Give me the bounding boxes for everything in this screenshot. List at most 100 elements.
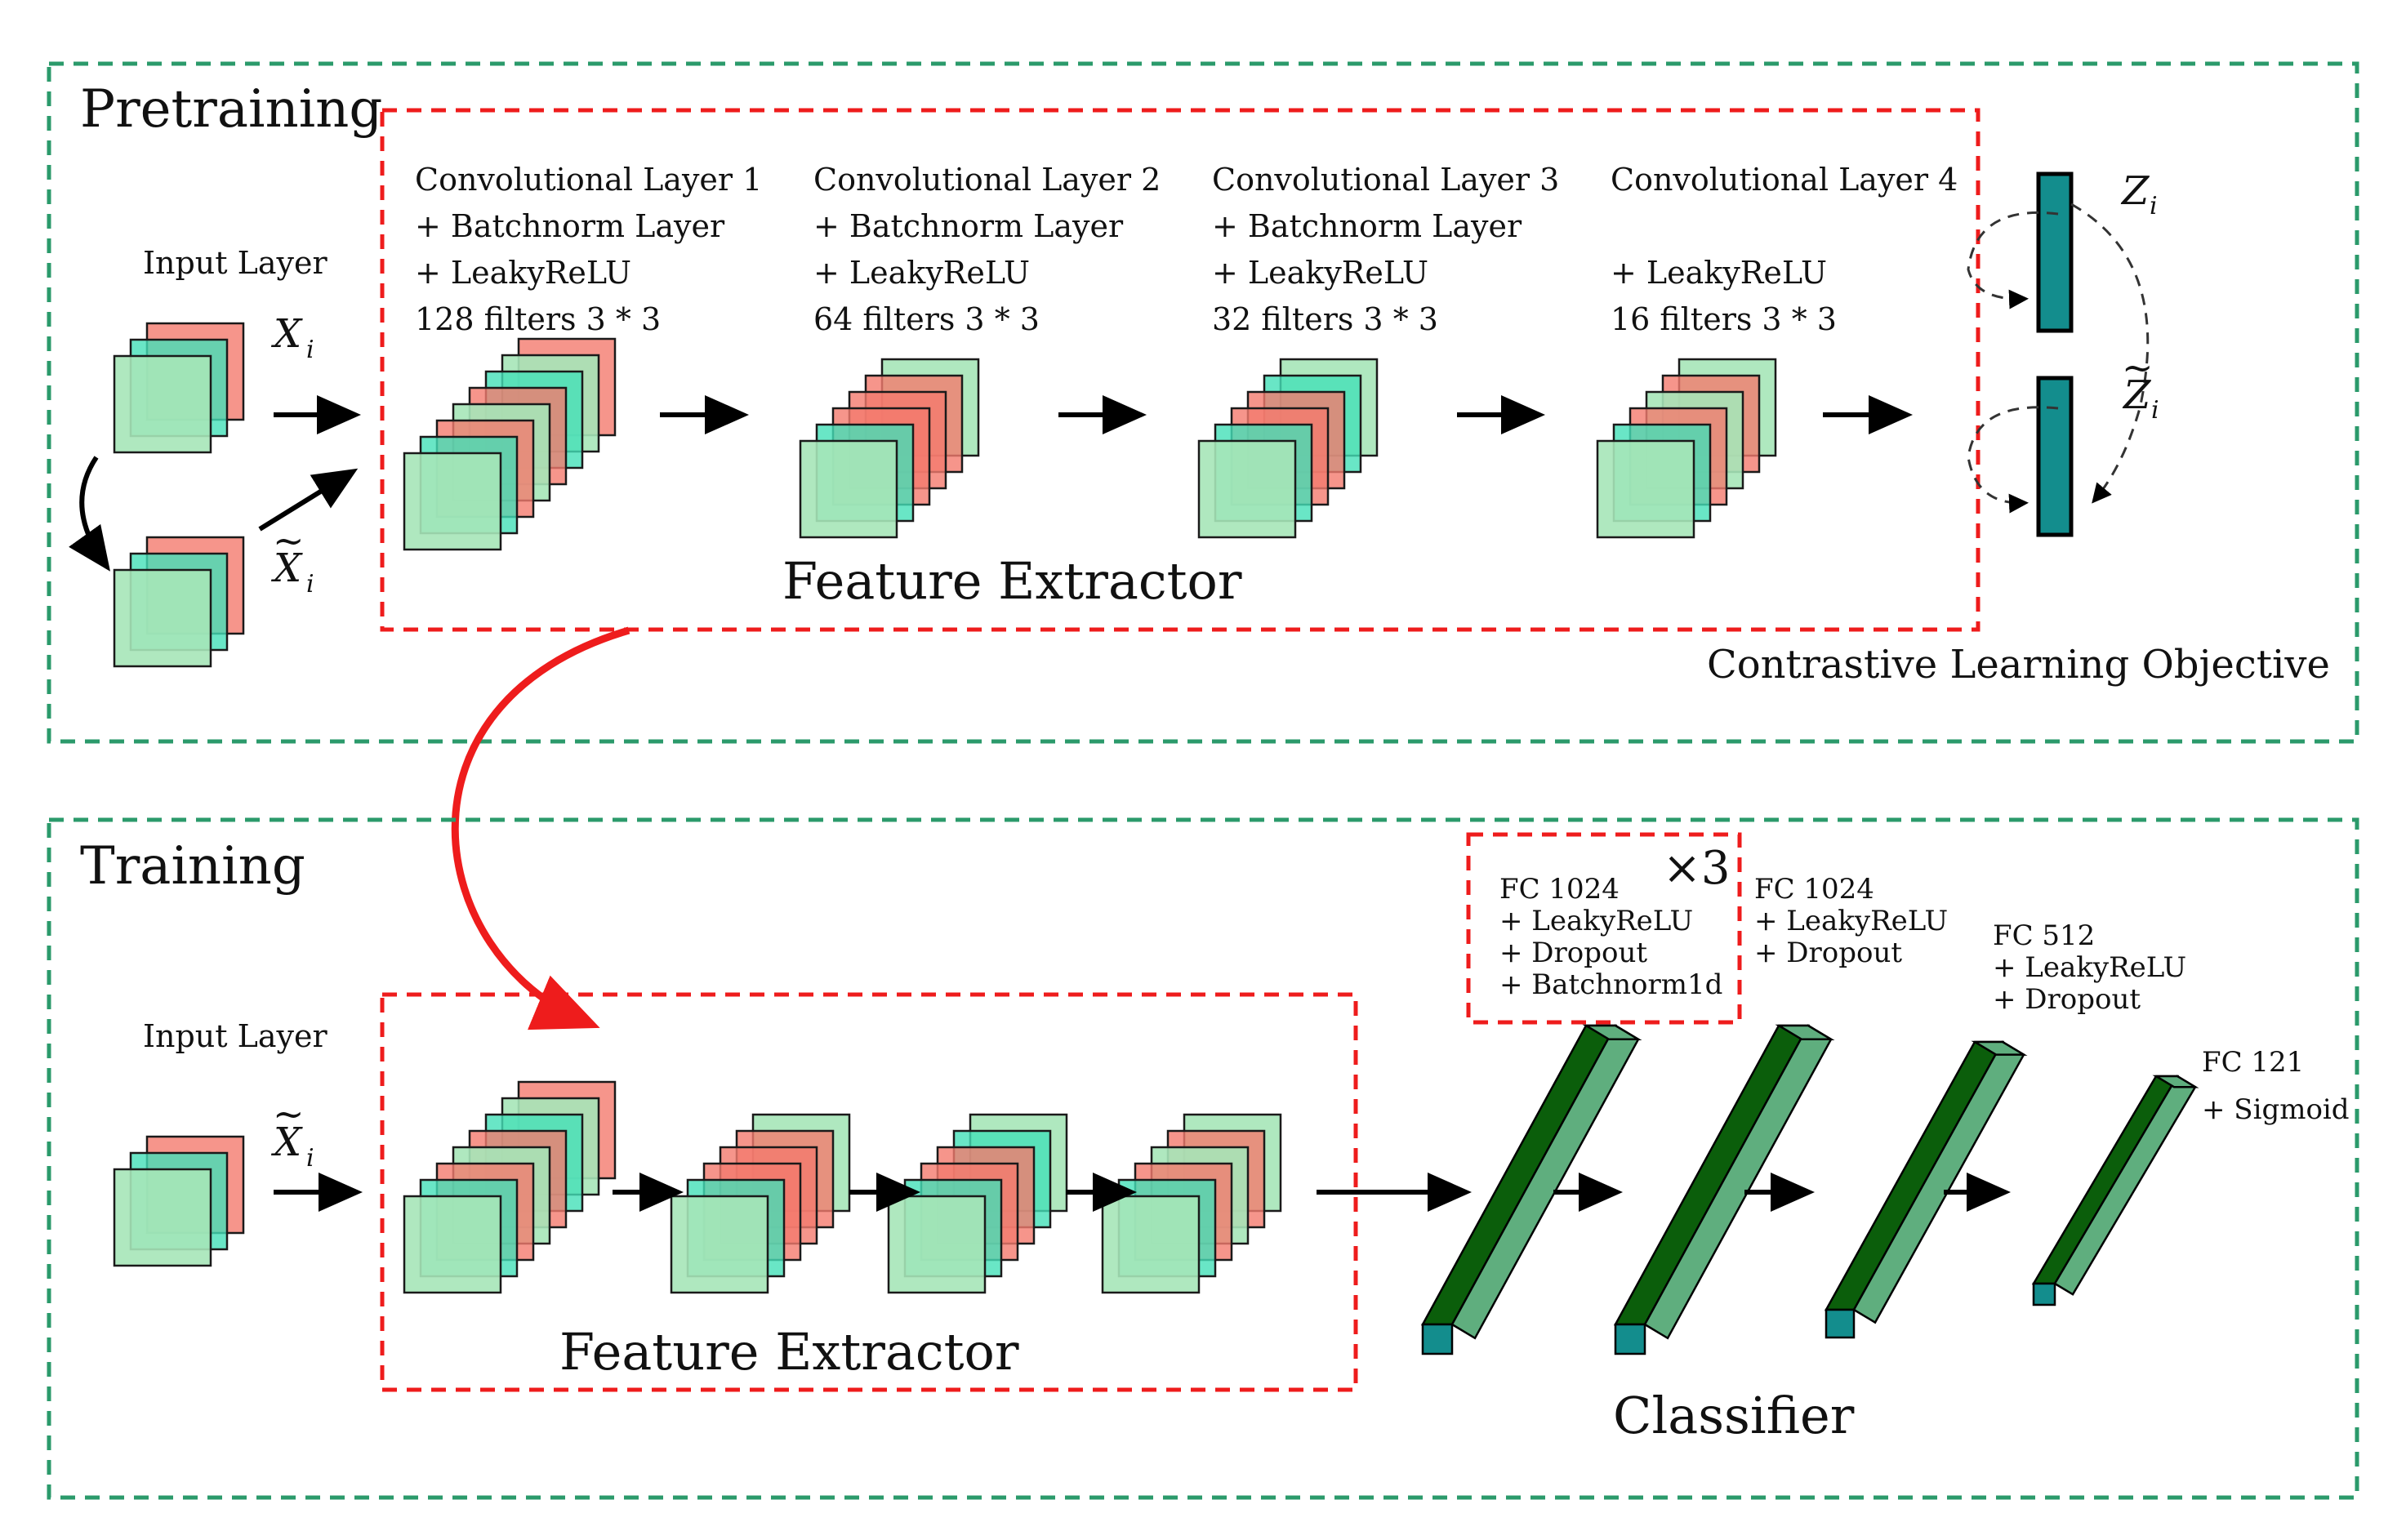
contrastive-objective-label: Contrastive Learning Objective [1707,642,2330,688]
fc-layer-bar-icon [1420,1024,1642,1355]
embedding-bar-icon [2036,376,2074,537]
fc-bar-face [1614,1323,1646,1355]
filter-stack-icon [670,1113,851,1294]
filter-square [1197,439,1297,539]
fc-2-line-2: + LeakyReLU [1754,905,1948,937]
fc-block-1-text: FC 1024 + LeakyReLU + Dropout + Batchnor… [1499,873,1722,1001]
filter-stack-icon [887,1113,1068,1294]
fc-bar-face [2152,1075,2199,1088]
x-tilde-subscript: i [306,570,314,599]
filter-stack-icon [1596,358,1777,539]
x-subscript: i [306,336,314,364]
fc-1-line-3: + Dropout [1499,937,1647,969]
filter-stack-icon [799,358,980,539]
filter-stack-icon [1197,358,1379,539]
fc-4-line-2: + Sigmoid [2202,1093,2350,1126]
training-input-label: Input Layer [143,1018,327,1054]
z-subscript: i [2150,192,2158,220]
filter-square [403,1195,502,1294]
fc-bar-face [1775,1024,1835,1041]
filter-square [670,1195,769,1294]
embedding-bar-icon [2036,171,2074,333]
fc-4-line-1: FC 121 [2202,1046,2304,1079]
filter-square [887,1195,987,1294]
filter-square [113,354,212,454]
z-symbol: Z [2120,168,2150,214]
fc-bar-face [1852,1040,2025,1324]
fc-bar-face [2053,1075,2197,1296]
fc-layer-bar-icon [1613,1024,1835,1355]
pretraining-feature-extractor-label: Feature Extractor [782,551,1242,611]
x-tilde-mark: ~ [273,519,305,563]
fc-bar-face [1825,1308,1856,1339]
fc-3-line-2: + LeakyReLU [1993,951,2186,984]
fc-bar-face [1824,1040,2005,1311]
training-x-tilde-mark: ~ [273,1092,305,1136]
conv-layer-4-name: Convolutional Layer 4 [1611,162,1958,198]
pretraining-title: Pretraining [80,79,382,140]
fc-block-2-text: FC 1024 + LeakyReLU + Dropout [1754,873,1948,969]
fc-1-line-1: FC 1024 [1499,873,1620,906]
filter-square [1101,1195,1201,1294]
z-tilde-subscript: i [2151,396,2159,425]
fc-bar-face [1643,1024,1833,1340]
filter-stack-icon [113,1135,245,1267]
repeat-block-border [1466,832,1742,1025]
conv-layer-2-filters: 64 filters 3 * 3 [813,301,1040,337]
fc-bar-face [2032,1282,2056,1306]
filter-square [113,568,212,668]
conv-layer-2-name: Convolutional Layer 2 [813,162,1161,198]
filter-stack-icon [113,536,245,668]
conv-layer-3-name: Convolutional Layer 3 [1212,162,1559,198]
augmentation-arrow-icon [69,456,110,572]
pretraining-section-border [47,61,2359,744]
conv-layer-3-line3: + LeakyReLU [1212,255,1428,291]
fc-layer-bar-icon [1824,1040,2028,1339]
filter-stack-icon [403,1080,617,1294]
fc-bar-face [1582,1024,1642,1041]
fc-1-line-4: + Batchnorm1d [1499,968,1722,1001]
classifier-label: Classifier [1613,1386,1855,1445]
filter-square [1596,439,1695,539]
fc-bar-face [1450,1024,1640,1340]
fc-1-line-2: + LeakyReLU [1499,905,1693,937]
conv-layer-4-text: Convolutional Layer 4 + LeakyReLU 16 fil… [1611,162,1958,337]
arrow-icon [258,468,359,532]
fc-bar-face [1971,1040,2028,1056]
conv-layer-2-text: Convolutional Layer 2 + Batchnorm Layer … [813,162,1161,337]
conv-layer-4-line3: + LeakyReLU [1611,255,1827,291]
fc-3-line-3: + Dropout [1993,983,2141,1016]
contrastive-cross-arrow-icon [2070,203,2150,504]
pretraining-input-label: Input Layer [143,245,327,281]
fc-layer-bar-icon [2031,1075,2199,1306]
training-feature-extractor-label: Feature Extractor [559,1322,1019,1382]
fc-bar-face [2031,1075,2180,1285]
z-tilde-mark: ~ [2122,345,2154,389]
fc-bar-face [1613,1024,1811,1326]
fc-3-line-1: FC 512 [1993,919,2095,952]
conv-layer-3-text: Convolutional Layer 3 + Batchnorm Layer … [1212,162,1559,337]
conv-layer-2-line3: + LeakyReLU [813,255,1030,291]
filter-stack-icon [113,322,245,454]
filter-square [113,1168,212,1267]
repeat-label: ×3 [1663,842,1731,895]
conv-layer-1-filters: 128 filters 3 * 3 [415,301,661,337]
conv-layer-1-name: Convolutional Layer 1 [415,162,762,198]
conv-layer-2-line2: + Batchnorm Layer [813,208,1124,244]
fc-2-line-3: + Dropout [1754,937,1902,969]
fc-2-line-1: FC 1024 [1754,873,1874,906]
transfer-arrow-icon [451,626,630,1030]
fc-block-3-text: FC 512 + LeakyReLU + Dropout [1993,919,2186,1016]
contrastive-loop-icon [1967,406,2059,514]
z-tilde-symbol: Z [2122,372,2152,418]
conv-layer-3-line2: + Batchnorm Layer [1212,208,1522,244]
conv-layer-3-filters: 32 filters 3 * 3 [1212,301,1438,337]
filter-square [403,452,502,551]
training-x-tilde-subscript: i [306,1144,314,1173]
conv-layer-1-line3: + LeakyReLU [415,255,631,291]
filter-square [799,439,898,539]
conv-layer-1-line2: + Batchnorm Layer [415,208,725,244]
conv-layer-4-filters: 16 filters 3 * 3 [1611,301,1837,337]
x-tilde-symbol: X [270,545,303,591]
